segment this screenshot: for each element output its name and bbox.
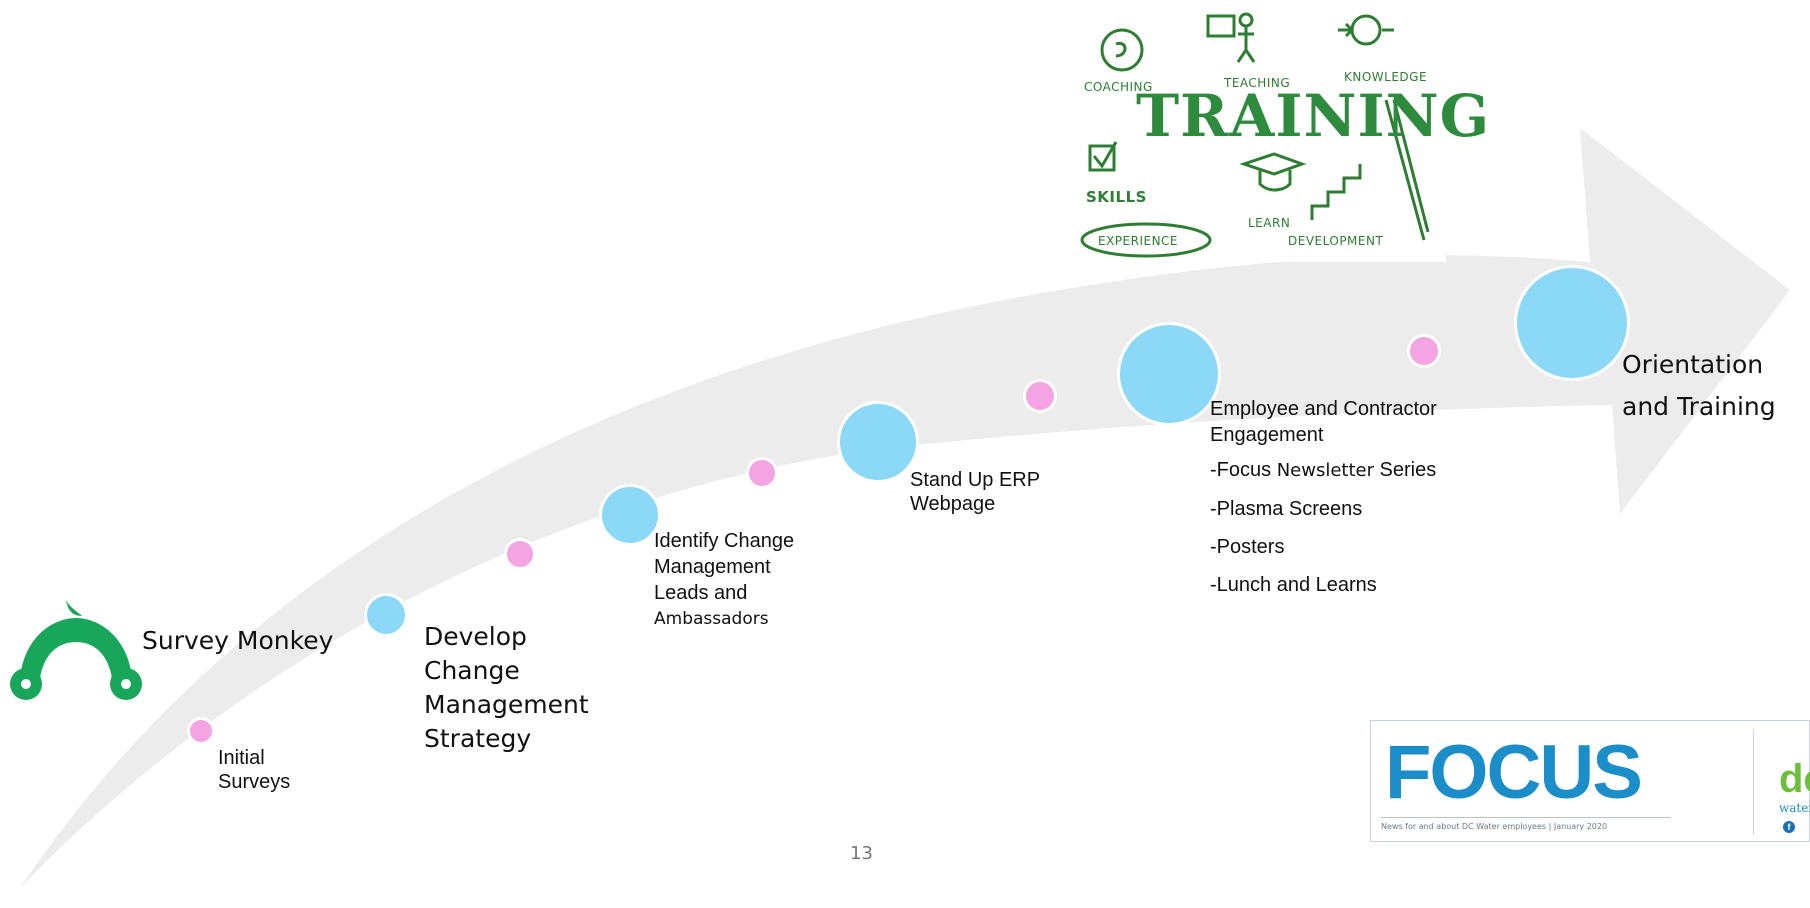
milestone-dot <box>187 717 215 745</box>
focus-newsletter-logo: FOCUS News for and about DC Water employ… <box>1370 720 1810 842</box>
skills-word: SKILLS <box>1086 188 1147 206</box>
engagement-list: -Focus Newsletter Series -Plasma Screens… <box>1210 458 1436 605</box>
training-title: TRAINING <box>1136 82 1491 150</box>
survey-monkey-logo <box>10 600 142 700</box>
list-item: -Focus Newsletter Series <box>1210 459 1437 481</box>
experience-word: EXPERIENCE <box>1098 234 1179 248</box>
list-item: -Plasma Screens <box>1210 498 1363 520</box>
milestone-dot <box>1407 334 1441 368</box>
dc-water-subtext: water <box>1779 801 1810 815</box>
facebook-icon: f <box>1783 821 1795 833</box>
develop-strategy-label: Develop Change Management Strategy <box>424 622 589 753</box>
survey-monkey-label: Survey Monkey <box>142 626 334 655</box>
list-item: -Posters <box>1210 536 1285 558</box>
initial-surveys-label: Initial Surveys <box>218 747 291 793</box>
identify-leads-label: Identify Change Management Leads and Amb… <box>654 530 795 629</box>
coaching-word: COACHING <box>1084 80 1153 94</box>
knowledge-word: KNOWLEDGE <box>1344 70 1428 84</box>
learn-word: LEARN <box>1248 216 1291 230</box>
milestone-dot <box>1514 265 1630 381</box>
training-image: COACHING TEACHING KNOWLEDGE TRAINING SKI… <box>1076 0 1489 262</box>
milestone-dot <box>1117 322 1221 426</box>
list-item: -Lunch and Learns <box>1210 574 1377 596</box>
milestone-dot <box>364 593 408 637</box>
milestone-dot <box>504 538 536 570</box>
focus-wordmark: FOCUS <box>1385 730 1643 815</box>
page-number: 13 <box>850 843 873 864</box>
dc-water-wordmark: dc <box>1779 757 1810 801</box>
milestone-dot <box>746 457 778 489</box>
teaching-word: TEACHING <box>1224 76 1291 90</box>
milestone-dot <box>599 484 661 546</box>
milestone-dot <box>837 401 919 483</box>
focus-tagline: News for and about DC Water employees | … <box>1381 817 1671 831</box>
logo-divider <box>1753 729 1754 835</box>
training-doodles <box>1080 12 1430 258</box>
development-word: DEVELOPMENT <box>1288 234 1384 248</box>
orientation-label: Orientation and Training <box>1622 350 1776 421</box>
employee-engagement-label: Employee and Contractor Engagement <box>1210 398 1437 446</box>
stand-up-erp-label: Stand Up ERP Webpage <box>910 469 1041 515</box>
arrow-shape <box>20 128 1790 888</box>
milestone-dot <box>1023 379 1057 413</box>
